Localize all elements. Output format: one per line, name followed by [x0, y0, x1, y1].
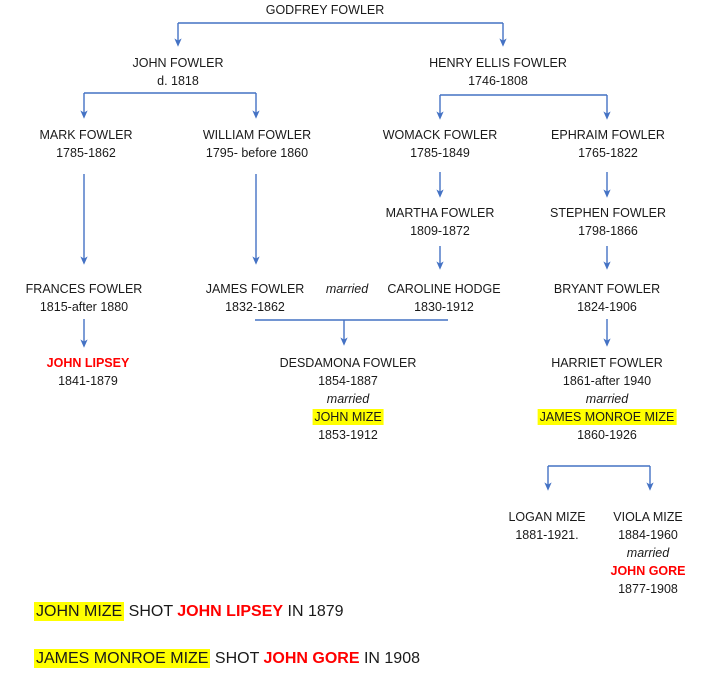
person-name: GODFREY FOWLER — [265, 3, 385, 17]
person-name: VIOLA MIZE — [613, 510, 683, 524]
married-label-james-caroline: married — [325, 282, 369, 296]
person-dates: 1841-1879 — [58, 374, 118, 388]
caption-text: IN 1879 — [283, 603, 344, 620]
person-viola-mize: VIOLA MIZE 1884-1960 married JOHN GORE 1… — [610, 508, 685, 598]
person-dates: 1785-1862 — [56, 146, 116, 160]
person-name: EPHRAIM FOWLER — [551, 128, 665, 142]
person-name: WOMACK FOWLER — [382, 128, 498, 142]
person-dates: 1854-1887 — [318, 374, 378, 388]
person-dates: 1832-1862 — [225, 300, 285, 314]
person-dates: 1746-1808 — [468, 74, 528, 88]
person-bryant-fowler: BRYANT FOWLER 1824-1906 — [554, 280, 660, 316]
person-henry-ellis-fowler: HENRY ELLIS FOWLER 1746-1808 — [429, 54, 567, 90]
person-name: WILLIAM FOWLER — [202, 128, 312, 142]
married-label: married — [585, 392, 629, 406]
person-name: DESDAMONA FOWLER — [279, 356, 417, 370]
person-mark-fowler: MARK FOWLER 1785-1862 — [39, 126, 132, 162]
highlighted-name-james-monroe-mize: JAMES MONROE MIZE — [537, 409, 677, 425]
married-label: married — [326, 392, 370, 406]
person-dates: 1861-after 1940 — [562, 374, 652, 388]
caption-highlight-john-mize: JOHN MIZE — [34, 602, 125, 621]
spouse-dates: 1860-1926 — [577, 428, 637, 442]
person-stephen-fowler: STEPHEN FOWLER 1798-1866 — [550, 204, 666, 240]
person-dates: 1765-1822 — [578, 146, 638, 160]
caption-text: IN 1908 — [359, 650, 420, 667]
caption-red-john-lipsey: JOHN LIPSEY — [177, 603, 284, 620]
person-name: FRANCES FOWLER — [25, 282, 143, 296]
spouse-name-john-gore: JOHN GORE — [610, 564, 686, 578]
person-dates: d. 1818 — [157, 74, 199, 88]
highlighted-name-john-mize: JOHN MIZE — [312, 409, 384, 425]
person-dates: 1798-1866 — [578, 224, 638, 238]
person-caroline-hodge: CAROLINE HODGE 1830-1912 — [387, 280, 500, 316]
person-name: JOHN LIPSEY — [46, 356, 130, 370]
person-dates: 1881-1921. — [515, 528, 579, 542]
person-john-lipsey: JOHN LIPSEY 1841-1879 — [47, 354, 130, 390]
person-name: MARK FOWLER — [39, 128, 133, 142]
person-martha-fowler: MARTHA FOWLER 1809-1872 — [386, 204, 495, 240]
caption-highlight-james-monroe-mize: JAMES MONROE MIZE — [34, 649, 211, 668]
person-desdamona-fowler: DESDAMONA FOWLER 1854-1887 married JOHN … — [280, 354, 417, 444]
caption-text: SHOT — [210, 650, 264, 667]
spouse-dates: 1877-1908 — [618, 582, 678, 596]
caption-text: SHOT — [124, 603, 178, 620]
person-dates: 1785-1849 — [410, 146, 470, 160]
person-logan-mize: LOGAN MIZE 1881-1921. — [508, 508, 585, 544]
spouse-name: JOHN MIZE — [280, 408, 417, 426]
person-dates: 1795- before 1860 — [205, 146, 309, 160]
person-dates: 1830-1912 — [414, 300, 474, 314]
person-dates: 1824-1906 — [577, 300, 637, 314]
person-name: LOGAN MIZE — [508, 510, 586, 524]
person-ephraim-fowler: EPHRAIM FOWLER 1765-1822 — [551, 126, 665, 162]
person-name: HENRY ELLIS FOWLER — [429, 56, 567, 70]
person-frances-fowler: FRANCES FOWLER 1815-after 1880 — [26, 280, 143, 316]
person-name: HARRIET FOWLER — [551, 356, 663, 370]
person-name: JOHN FOWLER — [132, 56, 224, 70]
caption-red-john-gore: JOHN GORE — [263, 650, 360, 667]
married-label: married — [626, 546, 670, 560]
person-name: JAMES FOWLER — [205, 282, 305, 296]
caption-shooting-1908: JAMES MONROE MIZE SHOT JOHN GORE IN 1908 — [34, 648, 420, 670]
person-name: CAROLINE HODGE — [387, 282, 501, 296]
person-dates: 1884-1960 — [618, 528, 678, 542]
person-name: STEPHEN FOWLER — [550, 206, 666, 220]
person-dates: 1809-1872 — [410, 224, 470, 238]
person-william-fowler: WILLIAM FOWLER 1795- before 1860 — [203, 126, 311, 162]
person-name: BRYANT FOWLER — [553, 282, 661, 296]
person-harriet-fowler: HARRIET FOWLER 1861-after 1940 married J… — [537, 354, 677, 444]
person-dates: 1815-after 1880 — [39, 300, 129, 314]
person-john-fowler: JOHN FOWLER d. 1818 — [133, 54, 224, 90]
person-james-fowler: JAMES FOWLER 1832-1862 — [206, 280, 305, 316]
person-womack-fowler: WOMACK FOWLER 1785-1849 — [383, 126, 498, 162]
person-godfrey-fowler: GODFREY FOWLER — [266, 1, 385, 19]
spouse-name: JAMES MONROE MIZE — [537, 408, 677, 426]
person-name: MARTHA FOWLER — [385, 206, 495, 220]
spouse-dates: 1853-1912 — [318, 428, 378, 442]
caption-shooting-1879: JOHN MIZE SHOT JOHN LIPSEY IN 1879 — [34, 601, 344, 623]
